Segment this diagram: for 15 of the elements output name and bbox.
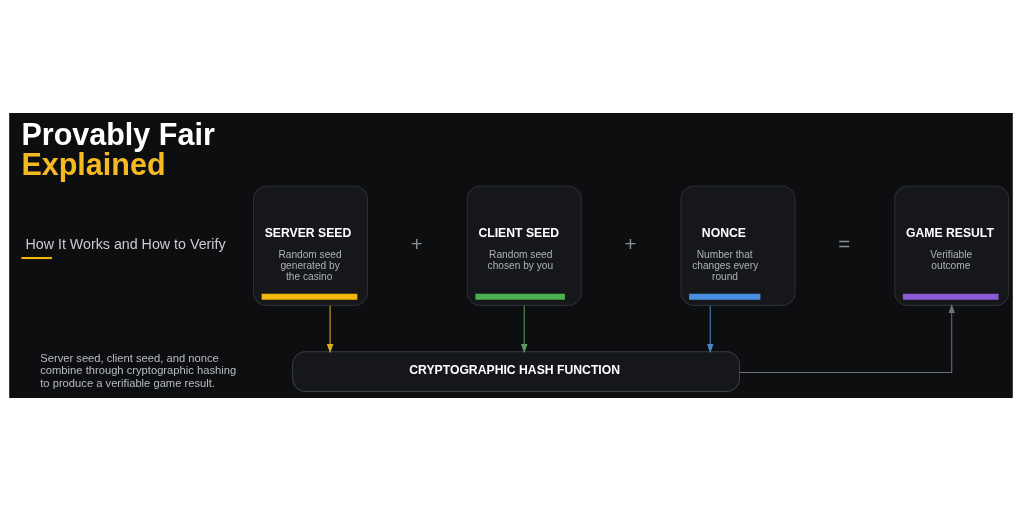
label: +	[410, 232, 423, 255]
node-box: SERVER SEED Random seed generated by the casino	[252, 185, 368, 306]
arrow	[739, 303, 955, 374]
diagram-title: Provably Fair Explained	[21, 116, 215, 182]
arrow	[521, 305, 528, 354]
arrow	[707, 305, 714, 354]
node-box: CLIENT SEED Random seed chosen by you	[466, 185, 582, 306]
node-box: CRYPTOGRAPHIC HASH FUNCTION	[292, 351, 740, 392]
node-box: NONCE Number that changes every round	[680, 185, 796, 306]
label: How It Works and How to Verify	[25, 236, 226, 253]
node-box: GAME RESULT Verifiable outcome	[894, 185, 1010, 306]
label: Server seed, client seed, and nonce combine through cryptographic hashing to produce a verifiable game result.	[40, 352, 237, 389]
label: +	[624, 232, 637, 255]
arrow	[326, 305, 334, 354]
label: =	[838, 232, 851, 255]
